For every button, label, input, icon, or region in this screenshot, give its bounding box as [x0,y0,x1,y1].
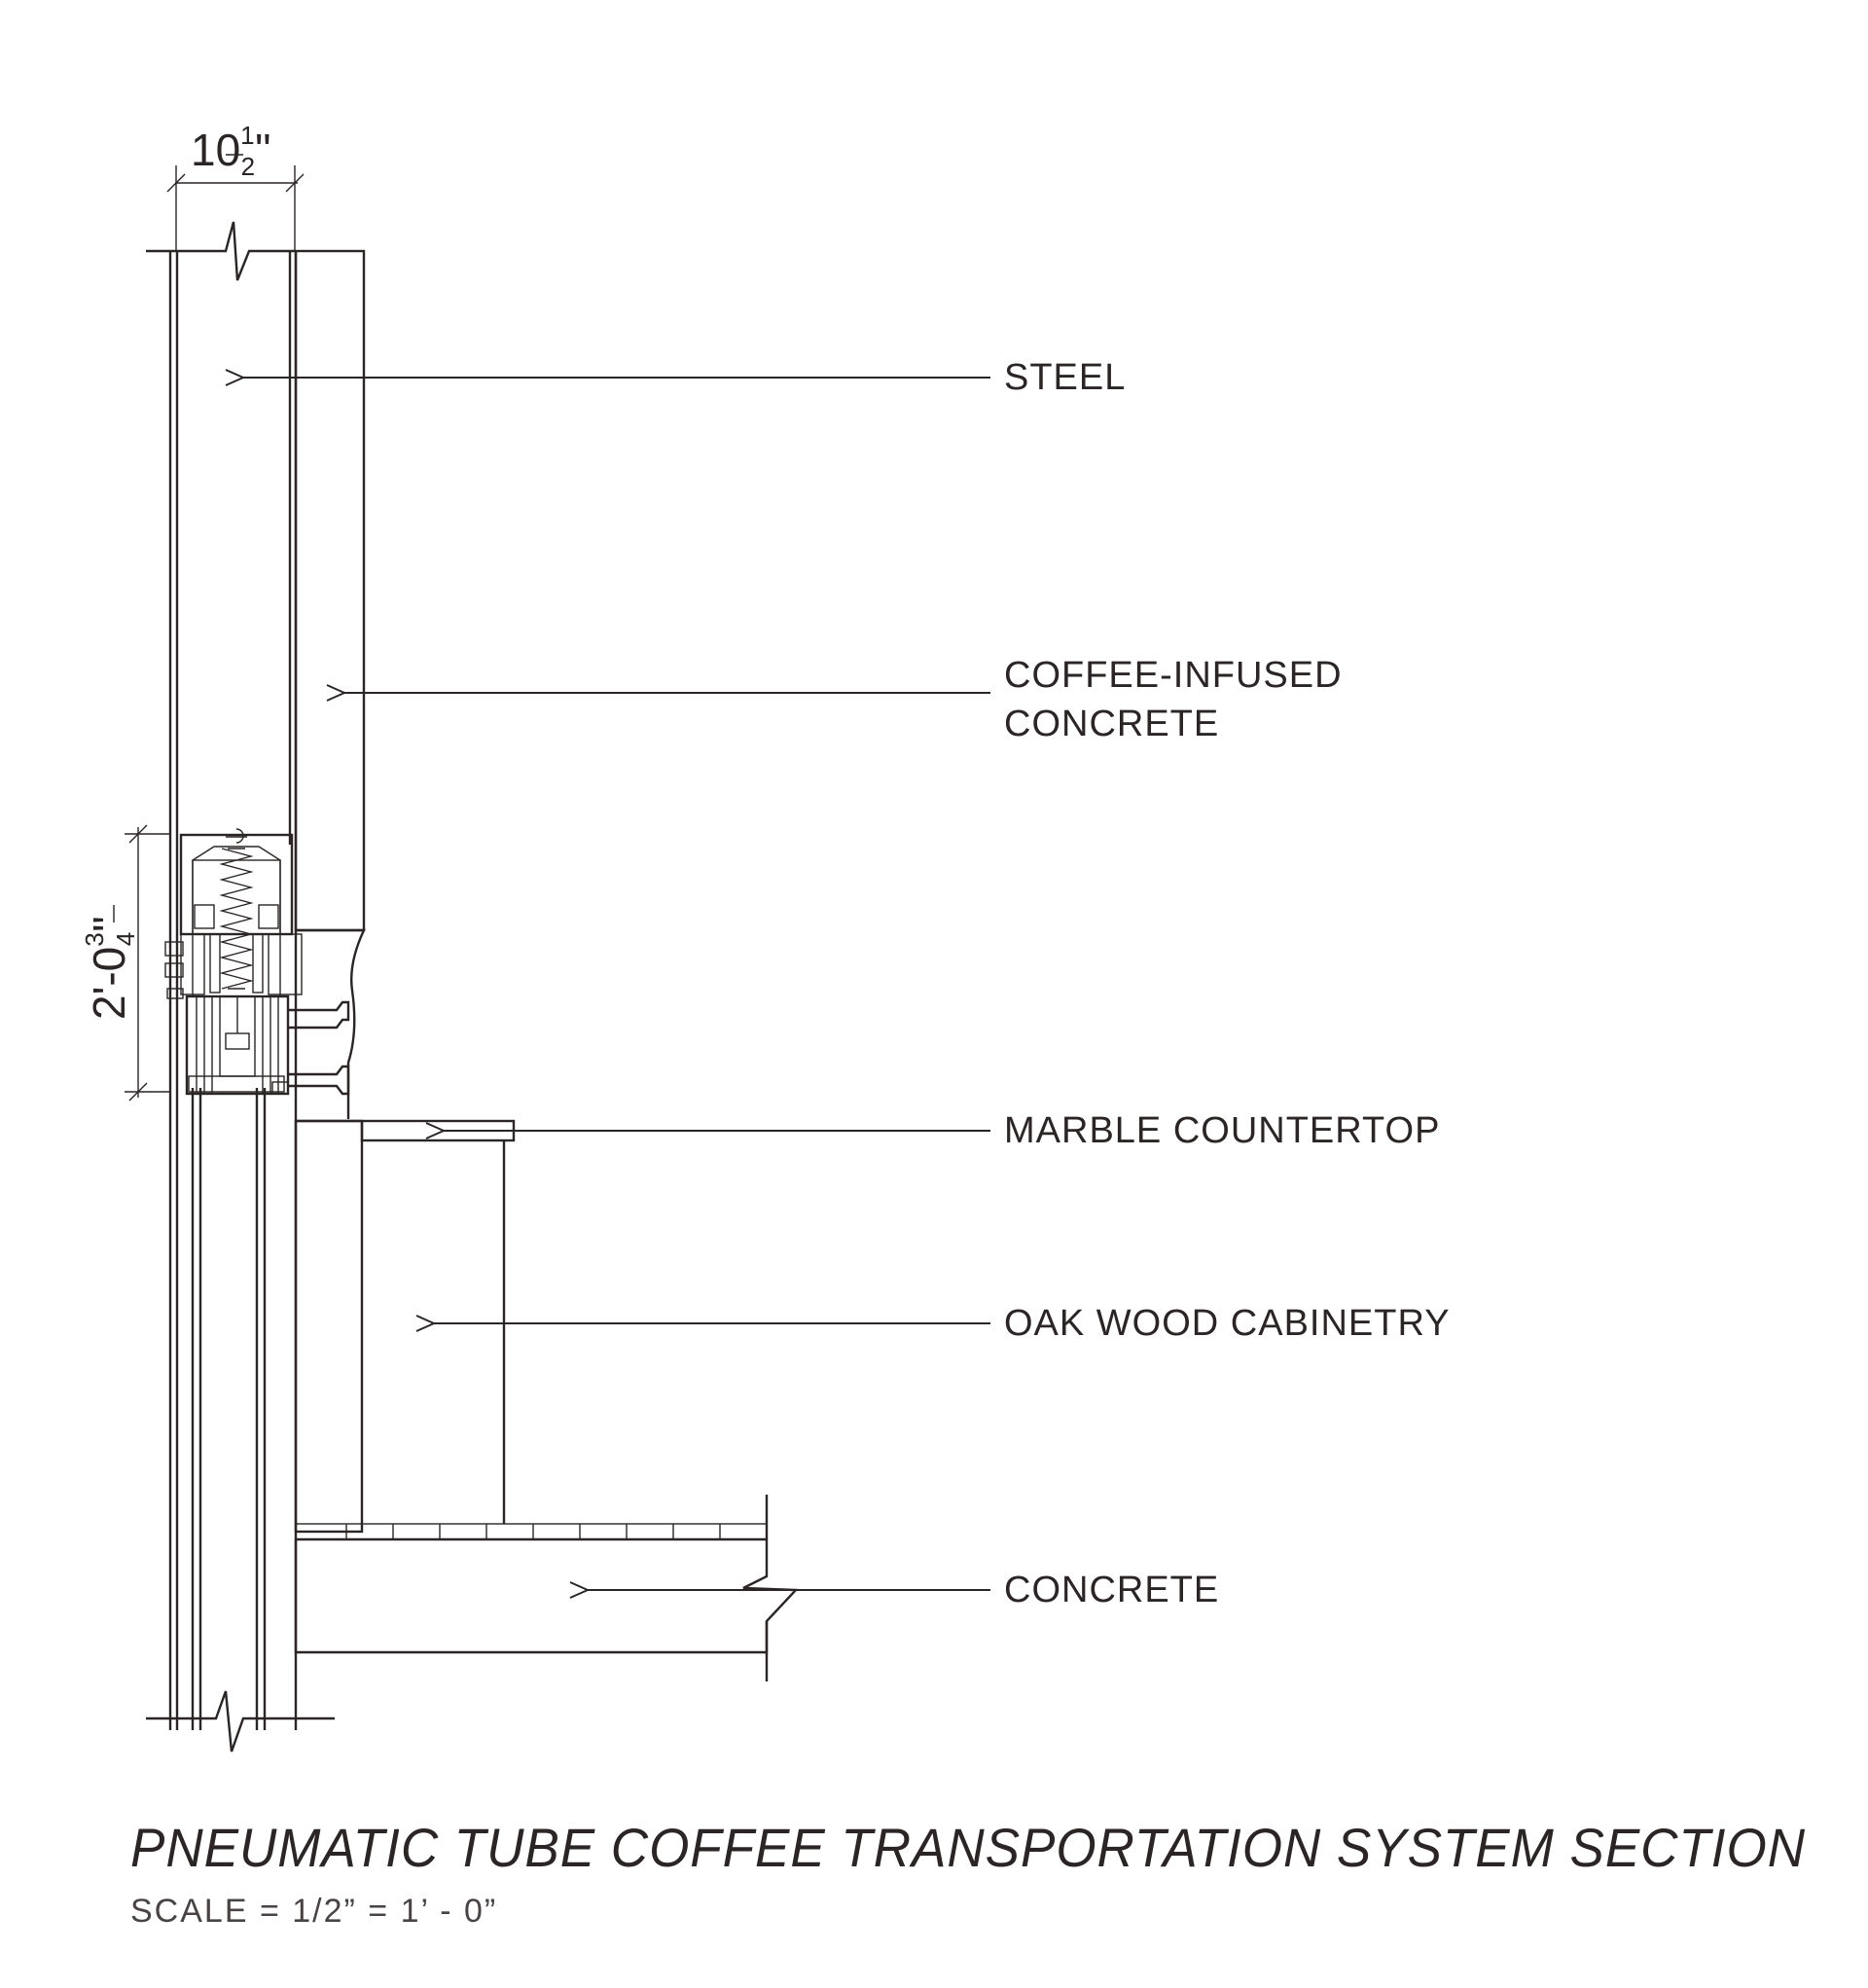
pneumatic-fitting [164,828,350,1096]
drawing-scale: SCALE = 1/2” = 1’ - 0” [130,1893,497,1930]
drawing-title: PNEUMATIC TUBE COFFEE TRANSPORTATION SYS… [130,1817,1806,1878]
callout-steel: STEEL [1004,357,1126,398]
callout-concrete: CONCRETE [1004,1570,1219,1610]
outlet-pipe-lower [288,1065,350,1096]
callout-oak: OAK WOOD CABINETRY [1004,1303,1451,1344]
callout-coffee-concrete-line1: COFFEE-INFUSED [1004,655,1343,696]
concrete-slab [294,1495,799,1681]
leader-lines [243,378,990,1590]
floor-finish [295,1523,768,1540]
steel-wall [146,221,335,1753]
top-break-line [146,221,296,281]
height-dimension-label: 2'-034" [80,916,140,1020]
callout-labels: STEEL COFFEE-INFUSED CONCRETE MARBLE COU… [1004,357,1451,1610]
callout-coffee-concrete-line2: CONCRETE [1004,704,1219,744]
outlet-pipe-upper [288,1000,350,1030]
spring [219,848,254,990]
height-dimension: 2'-034" [80,824,171,1102]
callout-marble: MARBLE COUNTERTOP [1004,1110,1440,1151]
lower-concrete-wall [294,1119,364,1534]
bottom-break-line [146,1690,335,1753]
coffee-concrete-column [294,249,366,1119]
